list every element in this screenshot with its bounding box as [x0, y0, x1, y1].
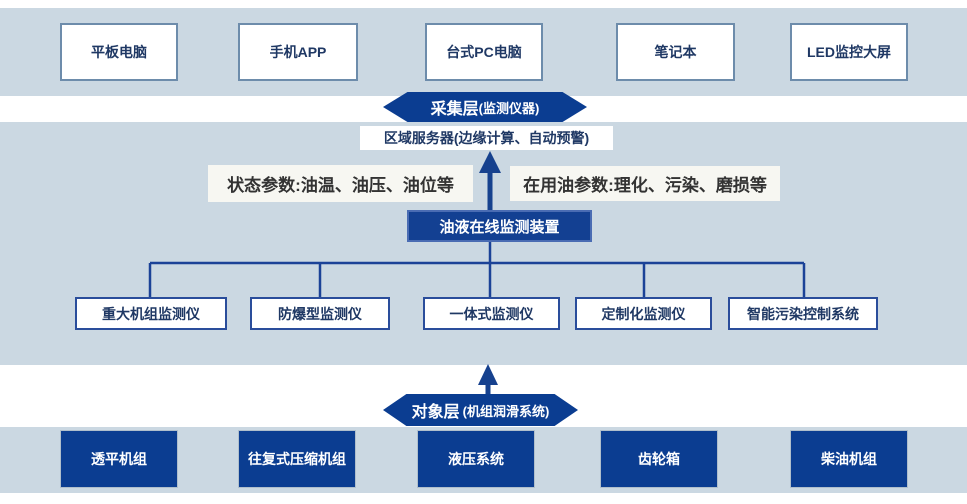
badge-title: 对象层 — [411, 404, 460, 421]
terminal-label: LED监控大屏 — [807, 44, 891, 60]
monitor-label: 智能污染控制系统 — [747, 305, 859, 322]
equipment-label: 液压系统 — [448, 451, 504, 467]
object-layer-badge: 对象层(机组润滑系统) — [383, 394, 578, 426]
terminal-box-tablet: 平板电脑 — [60, 23, 178, 81]
monitor-box-explosion-proof: 防爆型监测仪 — [250, 297, 390, 330]
monitor-box-integrated: 一体式监测仪 — [423, 297, 560, 330]
equipment-label: 透平机组 — [91, 451, 147, 467]
monitor-box-major-unit: 重大机组监测仪 — [75, 297, 227, 330]
regional-server-box: 区域服务器(边缘计算、自动预警) — [360, 126, 613, 150]
terminal-label: 笔记本 — [654, 44, 697, 60]
badge-subtitle: (机组润滑系统) — [462, 403, 550, 419]
monitor-label: 防爆型监测仪 — [278, 305, 362, 322]
collection-layer-badge: 采集层(监测仪器) — [383, 92, 587, 122]
equipment-box-gearbox: 齿轮箱 — [600, 430, 718, 488]
terminal-box-laptop: 笔记本 — [616, 23, 735, 81]
equipment-label: 往复式压缩机组 — [248, 451, 346, 467]
device-label: 油液在线监测装置 — [439, 218, 560, 236]
server-label: 区域服务器(边缘计算、自动预警) — [383, 130, 590, 146]
equipment-label: 柴油机组 — [821, 451, 877, 467]
terminal-box-led-screen: LED监控大屏 — [790, 23, 908, 81]
monitor-label: 定制化监测仪 — [601, 305, 686, 322]
terminal-label: 手机APP — [269, 44, 327, 60]
terminal-label: 台式PC电脑 — [446, 44, 522, 60]
oil-monitoring-device-box: 油液在线监测装置 — [407, 210, 592, 242]
equipment-box-diesel-unit: 柴油机组 — [790, 430, 908, 488]
monitor-box-pollution-control: 智能污染控制系统 — [728, 297, 878, 330]
status-params-label: 状态参数:油温、油压、油位等 — [208, 165, 473, 202]
terminal-box-phone-app: 手机APP — [238, 23, 358, 81]
badge-title: 采集层 — [430, 101, 479, 118]
equipment-box-turbine: 透平机组 — [60, 430, 178, 488]
monitor-label: 一体式监测仪 — [449, 305, 534, 322]
terminal-label: 平板电脑 — [91, 44, 147, 60]
monitor-box-customized: 定制化监测仪 — [575, 297, 712, 330]
equipment-label: 齿轮箱 — [638, 451, 680, 467]
oil-params-label: 在用油参数:理化、污染、磨损等 — [510, 166, 780, 201]
badge-subtitle: (监测仪器) — [478, 100, 540, 116]
equipment-box-hydraulic-system: 液压系统 — [417, 430, 535, 488]
up-arrow-icon — [478, 364, 498, 394]
terminal-box-desktop-pc: 台式PC电脑 — [425, 23, 543, 81]
monitor-label: 重大机组监测仪 — [102, 305, 200, 322]
equipment-box-reciprocating-compressor: 往复式压缩机组 — [238, 430, 356, 488]
